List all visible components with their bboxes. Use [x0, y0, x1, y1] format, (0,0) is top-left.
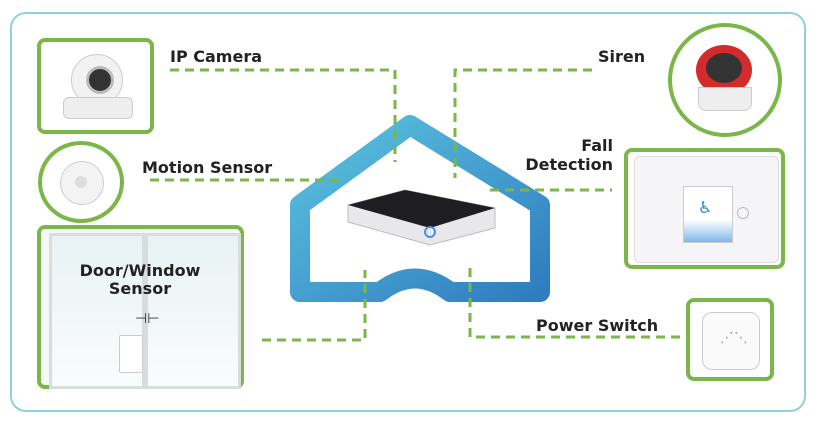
house-icon	[290, 115, 550, 302]
fall-icon: ♿	[698, 198, 713, 217]
hub-device	[347, 189, 496, 246]
siren-image	[668, 23, 782, 137]
fall-detection-label-1: Fall	[581, 136, 613, 155]
power-switch-connector	[468, 268, 680, 339]
motion-sensor-image	[38, 141, 124, 223]
siren-connector	[453, 68, 592, 178]
socket-icon: ⋰⋱	[720, 330, 748, 346]
power-switch-image: ⋰⋱	[686, 298, 774, 381]
diagram-frame	[10, 12, 806, 412]
fall-detection-label-2: Detection	[525, 155, 613, 174]
power-switch-label: Power Switch	[536, 316, 659, 335]
ip-camera-image	[37, 38, 154, 134]
ip-camera-connector	[170, 68, 397, 162]
door-sensor-connector	[262, 270, 367, 342]
sensor-symbol: ⊣⊢	[135, 311, 160, 327]
door-window-label-1: Door/Window	[79, 261, 201, 280]
motion-sensor-label: Motion Sensor	[142, 158, 273, 177]
fall-detection-image: ♿	[624, 148, 785, 269]
door-window-image: ⊣⊢	[37, 225, 244, 389]
door-window-label-2: Sensor	[108, 279, 172, 298]
ip-camera-label: IP Camera	[170, 47, 262, 66]
siren-label: Siren	[598, 47, 646, 66]
